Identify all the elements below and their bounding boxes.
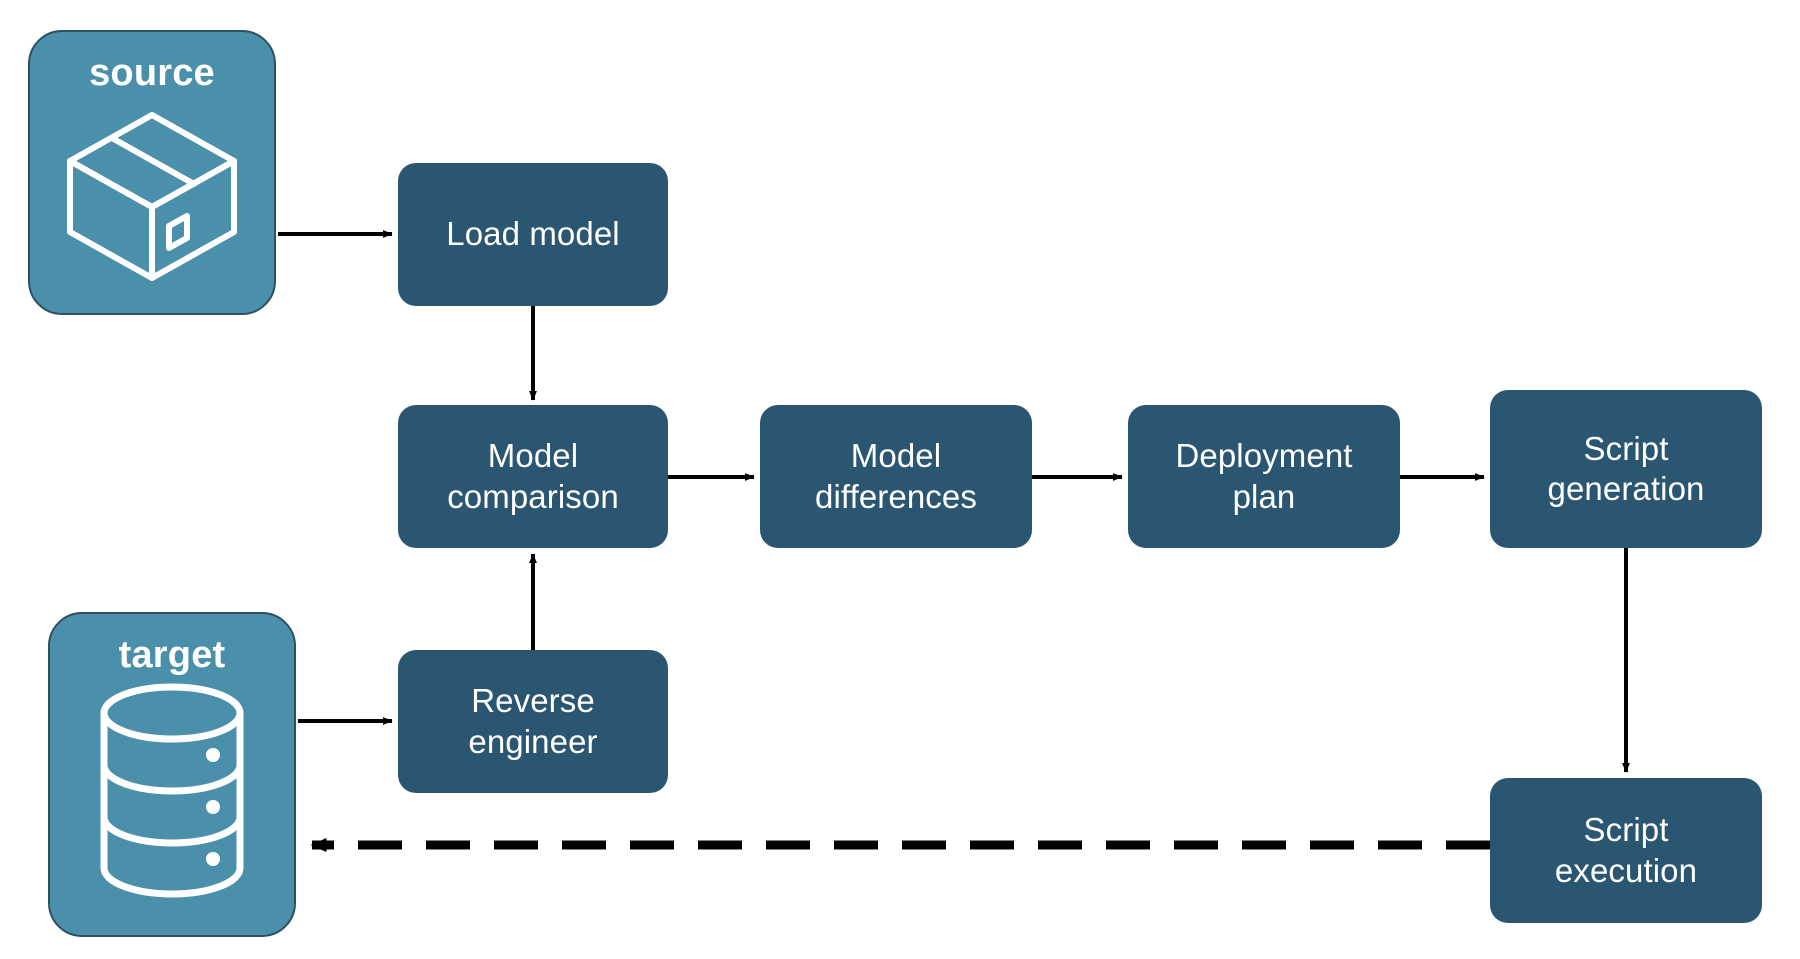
endpoint-source[interactable]: source [28,30,276,315]
process-model-differences-label: Model differences [815,437,977,515]
process-script-generation[interactable]: Script generation [1490,390,1762,548]
endpoint-target[interactable]: target [48,612,296,937]
process-deployment-plan-label: Deployment plan [1175,437,1353,515]
process-model-differences[interactable]: Model differences [760,405,1032,548]
process-reverse-engineer-label: Reverse engineer [468,682,598,760]
process-deployment-plan[interactable]: Deployment plan [1128,405,1400,548]
process-model-comparison[interactable]: Model comparison [398,405,668,548]
database-cylinder-icon [92,683,252,903]
process-reverse-engineer[interactable]: Reverse engineer [398,650,668,793]
process-script-execution-label: Script execution [1554,811,1698,889]
process-load-model[interactable]: Load model [398,163,668,306]
process-script-generation-label: Script generation [1547,429,1705,507]
process-model-comparison-label: Model comparison [447,437,619,515]
endpoint-target-label: target [118,634,226,676]
process-load-model-label: Load model [446,215,620,253]
process-script-execution[interactable]: Script execution [1490,778,1762,923]
endpoint-source-label: source [89,52,215,94]
package-box-icon [57,101,247,291]
